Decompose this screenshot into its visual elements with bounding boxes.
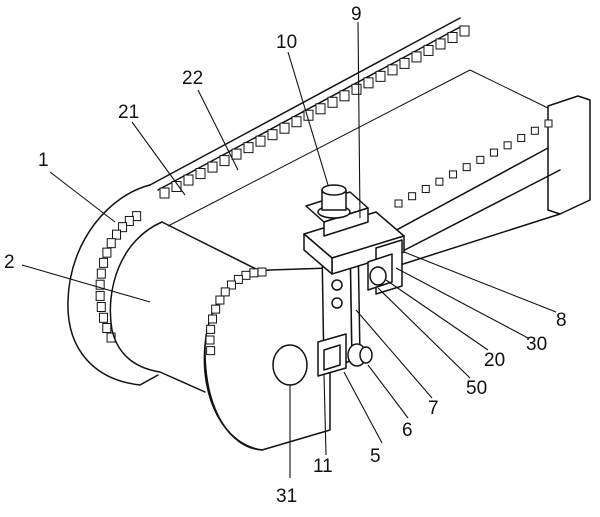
rack-tooth: [327, 96, 338, 108]
rack-tooth: [171, 181, 182, 193]
label-20: 20: [484, 350, 505, 371]
curve-tooth: [102, 247, 112, 258]
front-gear-tooth: [205, 335, 215, 345]
curve-tooth: [106, 332, 116, 343]
rack-tooth: [339, 90, 350, 102]
curve-tooth: [99, 257, 109, 268]
curve-tooth: [118, 222, 128, 233]
label-10: 10: [276, 32, 297, 53]
rack-tooth: [183, 174, 194, 186]
label-8: 8: [556, 310, 567, 331]
lower-rack-tooth: [421, 184, 430, 193]
rack-tooth: [279, 122, 290, 134]
rack-tooth: [459, 25, 470, 37]
lower-rack-tooth: [408, 192, 417, 201]
rack-tooth: [411, 51, 422, 63]
curve-tooth: [124, 215, 134, 226]
front-gear-teeth: [205, 267, 267, 356]
rack-tooth: [375, 70, 386, 82]
rack-tooth: [315, 103, 326, 115]
rack-tooth: [399, 57, 410, 69]
label-5: 5: [370, 446, 381, 467]
leader-lines: [21, 21, 557, 478]
lower-toothed-rack: [394, 119, 553, 208]
rack-tooth: [255, 135, 266, 147]
front-gear-tooth: [208, 314, 218, 324]
axle-hole: [272, 344, 308, 386]
rack-tooth: [267, 129, 278, 141]
label-22: 22: [182, 68, 203, 89]
front-gear-tooth: [215, 295, 225, 305]
label-30: 30: [526, 334, 547, 355]
curved-toothed-strip: [95, 211, 142, 343]
curve-tooth: [102, 323, 112, 334]
front-gear-tooth: [226, 280, 236, 290]
rack-tooth: [351, 83, 362, 95]
front-gear-tooth: [233, 274, 243, 284]
rear-end-plate: [377, 95, 591, 266]
belt-surface: [109, 69, 549, 393]
lower-rack-tooth: [503, 141, 512, 150]
label-7: 7: [428, 398, 439, 419]
lower-clamp: [317, 333, 373, 377]
front-gear-tooth: [206, 346, 216, 356]
label-11: 11: [313, 456, 333, 477]
curve-tooth: [132, 211, 142, 222]
rack-tooth: [243, 142, 254, 154]
rack-tooth: [231, 148, 242, 160]
curve-tooth: [111, 229, 121, 240]
curve-tooth: [95, 279, 105, 290]
label-1: 1: [38, 150, 49, 171]
label-31: 31: [276, 486, 297, 507]
rack-tooth: [363, 77, 374, 89]
rack-tooth: [387, 64, 398, 76]
front-gear-tooth: [220, 287, 230, 297]
adjustment-knob: [317, 184, 351, 219]
label-50: 50: [466, 378, 487, 399]
lower-rack-tooth: [394, 199, 403, 208]
rack-tooth: [447, 31, 458, 43]
rack-tooth: [219, 155, 230, 167]
curve-tooth: [98, 312, 108, 323]
label-9: 9: [351, 4, 362, 25]
lower-rack-tooth: [530, 126, 539, 135]
lower-rack-tooth: [489, 148, 498, 157]
curve-tooth: [96, 268, 106, 279]
side-roller-bracket: [367, 239, 403, 295]
front-gear-tooth: [241, 270, 251, 280]
curve-tooth: [95, 290, 105, 301]
lower-rack-tooth: [544, 119, 553, 128]
label-6: 6: [402, 420, 413, 441]
lower-rack-tooth: [476, 155, 485, 164]
reference-labels: 1 2 5 6 7 8 9 10 11 20 21 22 30 31 50: [4, 4, 567, 507]
rack-tooth: [195, 168, 206, 180]
lower-rack-tooth: [462, 163, 471, 172]
near-side-plate: [203, 267, 331, 451]
rack-tooth: [435, 38, 446, 50]
lower-rack-tooth: [449, 170, 458, 179]
label-2: 2: [4, 252, 15, 273]
front-gear-tooth: [211, 304, 221, 314]
curve-tooth: [106, 238, 116, 249]
front-gear-tooth: [206, 324, 216, 334]
lower-rack-tooth: [435, 177, 444, 186]
rack-tooth: [291, 116, 302, 128]
lower-rack-tooth: [517, 134, 526, 143]
curve-tooth: [96, 302, 106, 313]
front-gear-tooth: [249, 268, 259, 278]
front-gear-tooth: [257, 267, 267, 277]
rack-tooth: [423, 44, 434, 56]
rack-tooth: [159, 187, 170, 199]
upper-toothed-rack: [159, 25, 470, 199]
label-21: 21: [118, 102, 139, 123]
rack-tooth: [207, 161, 218, 173]
